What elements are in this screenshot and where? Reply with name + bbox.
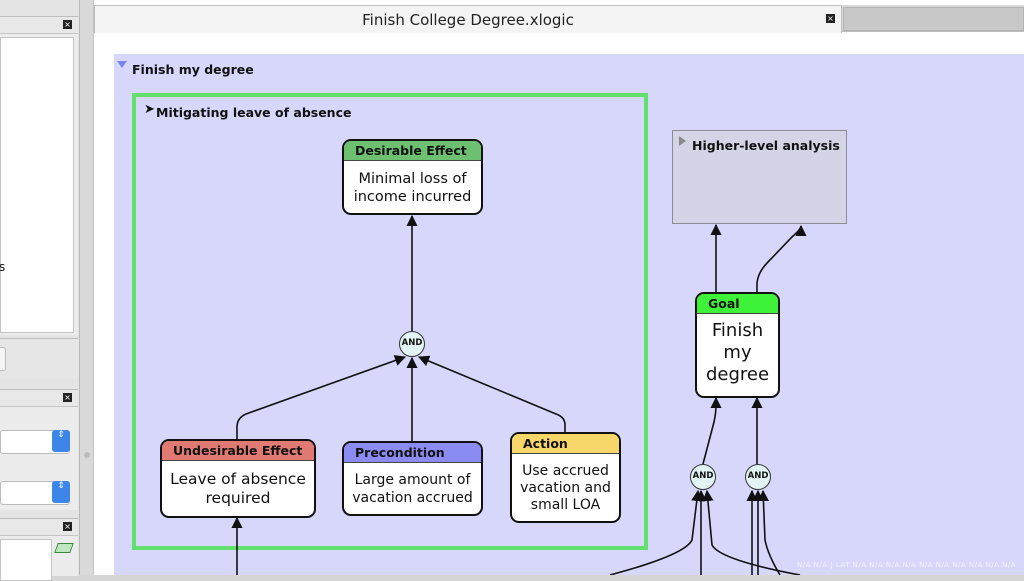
connector-goal-to-higher-2 [756,224,807,292]
status-readout: N/A N/A | LAT N/A N/A N/A N/A N/A N/A N/… [797,561,1016,569]
panel-button-strip [0,338,78,379]
node-text: Leave of absence required [162,461,314,508]
node-text-line: vacation accrued [352,490,473,506]
panel-button[interactable] [0,347,6,371]
tab-title: Finish College Degree.xlogic [362,11,574,29]
panel-text-fragment: s [0,260,6,274]
node-type-label: Desirable Effect [344,141,481,161]
group-title-mitigating: Mitigating leave of absence [156,105,352,120]
property-select-2[interactable]: ⇕ [0,481,70,505]
expand-triangle-icon[interactable] [679,136,686,146]
node-goal[interactable]: Goal Finish my degree [695,292,780,398]
connector-into-and2-c [757,489,781,575]
tab-finish-college-degree[interactable]: Finish College Degree.xlogic × [94,5,842,33]
overview-area[interactable] [0,539,52,581]
close-icon[interactable]: × [63,393,72,402]
node-type-label: Goal [697,294,778,314]
node-action[interactable]: Action Use accrued vacation and small LO… [510,432,621,523]
node-text-line: required [205,489,271,507]
and-connector[interactable]: AND [690,464,716,490]
close-icon[interactable]: × [63,522,72,531]
node-text-line: Large amount of [354,472,471,488]
node-desirable-effect[interactable]: Desirable Effect Minimal loss of income … [342,139,483,215]
collapse-triangle-icon[interactable] [117,61,127,68]
left-dock: × s × ⇕ ⇕ × [0,0,80,581]
pointer-cursor-icon: ➤ [144,102,155,117]
connector-and1-to-goal [702,396,722,465]
node-text-line: Use accrued [522,463,609,479]
panel-top-header: × [0,17,78,34]
group-title-higher: Higher-level analysis [692,138,840,153]
node-text-line: my [723,342,752,363]
node-precondition[interactable]: Precondition Large amount of vacation ac… [342,441,483,516]
panel-overview-header: × [0,519,78,536]
panel-properties-header: × [0,390,78,407]
node-text-line: income incurred [353,189,472,205]
node-type-label: Action [512,434,619,454]
node-text-line: small LOA [530,497,601,513]
panel-top: × s [0,16,78,335]
node-text-line: degree [705,364,770,385]
node-text: Large amount of vacation accrued [344,463,481,507]
chevron-updown-icon[interactable]: ⇕ [52,481,70,503]
close-tab-icon[interactable]: × [826,14,835,23]
connector-undesirable-to-and [236,355,407,439]
node-text: Finish my degree [697,314,778,386]
connector-into-and1-c [702,489,801,575]
node-text-line: Leave of absence [170,470,306,488]
tab-inactive[interactable] [843,7,1024,31]
panel-splitter[interactable] [80,0,94,575]
node-text-line: Minimal loss of [358,171,467,187]
group-title-finish-my-degree: Finish my degree [132,62,254,77]
group-higher-level-analysis[interactable]: Higher-level analysis [672,130,847,224]
panel-properties: × ⇕ ⇕ [0,389,78,510]
connector-into-and1-a [609,489,703,575]
close-icon[interactable]: × [63,20,72,29]
and-connector[interactable]: AND [399,331,425,357]
node-text-line: Finish [711,320,764,341]
node-type-label: Precondition [344,443,481,463]
panel-overview: × [0,518,78,581]
panel-top-list[interactable]: s [0,37,74,333]
node-text-line: vacation and [520,480,611,496]
property-select-1[interactable]: ⇕ [0,430,70,454]
node-type-label: Undesirable Effect [162,441,314,461]
splitter-handle[interactable] [84,452,90,458]
node-text: Use accrued vacation and small LOA [512,454,619,514]
and-connector[interactable]: AND [745,464,771,490]
node-undesirable-effect[interactable]: Undesirable Effect Leave of absence requ… [160,439,316,518]
connector-action-to-and [417,355,566,432]
chevron-updown-icon[interactable]: ⇕ [52,430,70,452]
node-text: Minimal loss of income incurred [344,161,481,206]
